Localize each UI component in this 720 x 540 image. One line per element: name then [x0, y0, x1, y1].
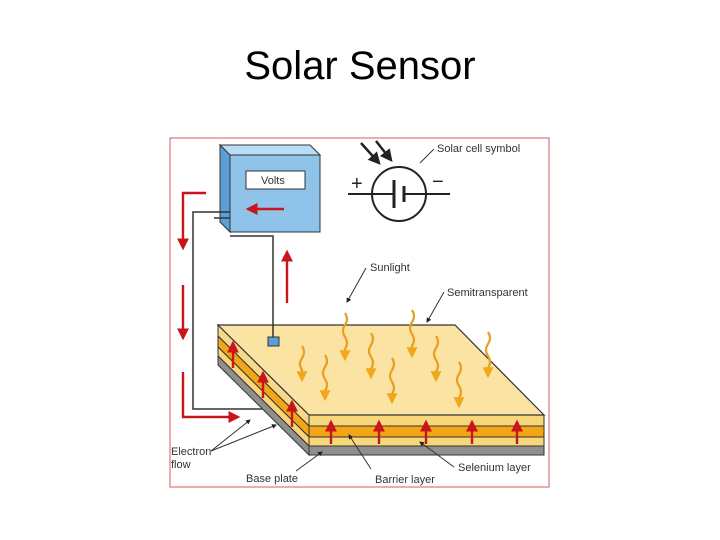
electrode-clip — [267, 336, 280, 347]
front-electron-arrows — [325, 419, 523, 444]
volts-label: Volts — [261, 175, 285, 187]
meter-side — [219, 143, 231, 234]
leader-lines — [210, 148, 455, 472]
minus-sign: − — [432, 171, 444, 193]
electron-flow-label-line2: flow — [171, 459, 191, 471]
circuit-wires — [192, 211, 274, 410]
solar-sensor-diagram: Volts + − Solar — [169, 137, 550, 488]
voltmeter: Volts — [208, 143, 322, 234]
semitransparent-label: Semitransparent — [447, 287, 528, 299]
top-face — [216, 324, 546, 416]
barrier-layer-label: Barrier layer — [375, 474, 435, 486]
electron-flow-label-line1: Electron — [171, 446, 211, 458]
sunlight-rays — [296, 309, 494, 409]
side-electron-arrows — [227, 340, 298, 427]
solar-cell-symbol-label: Solar cell symbol — [437, 143, 520, 155]
selenium-layer-label: Selenium layer — [458, 462, 531, 474]
solar-cell-symbol: + − — [348, 140, 450, 222]
plus-sign: + — [351, 173, 363, 195]
meter-front — [229, 154, 321, 233]
slide-title: Solar Sensor — [244, 44, 476, 88]
meter-top — [218, 144, 322, 156]
circuit-flow-arrows — [177, 191, 293, 423]
front-gray-layer — [308, 445, 545, 456]
base-plate-label: Base plate — [246, 473, 298, 485]
meter-display — [245, 170, 306, 190]
sunlight-label: Sunlight — [370, 262, 410, 274]
